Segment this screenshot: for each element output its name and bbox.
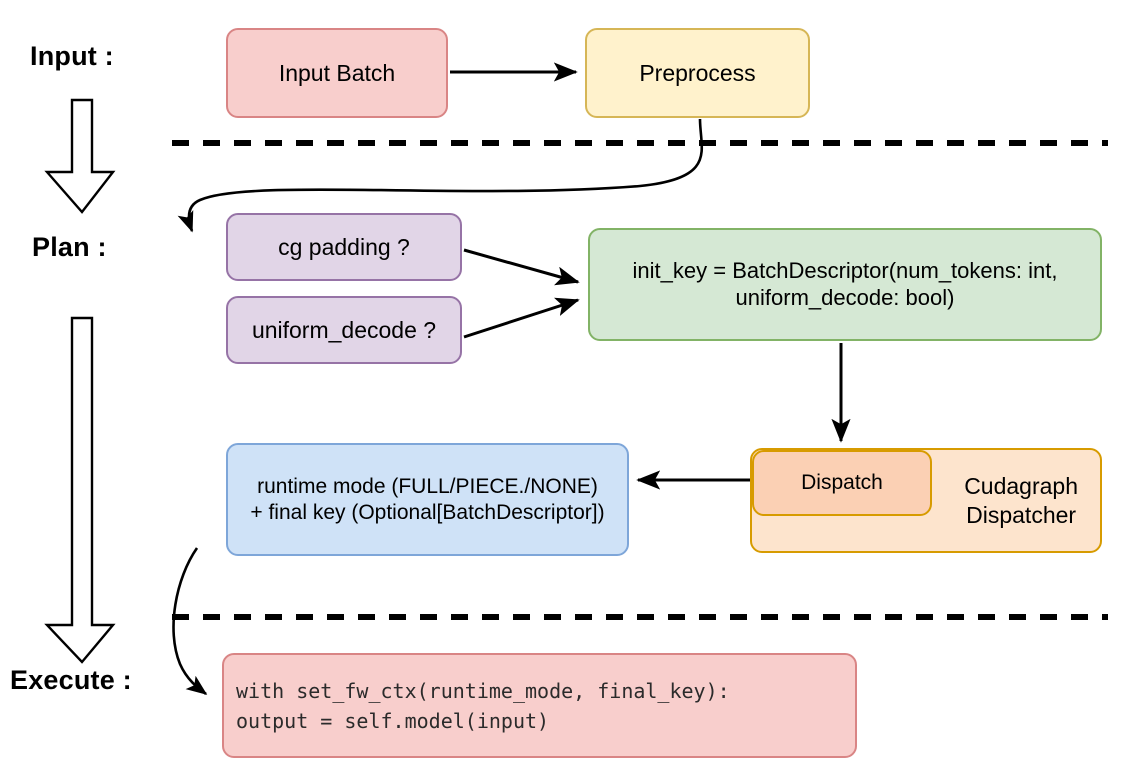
node-runtime-mode[interactable]: runtime mode (FULL/PIECE./NONE) + final … bbox=[226, 443, 629, 556]
node-runtime-mode-label: runtime mode (FULL/PIECE./NONE) + final … bbox=[250, 474, 605, 524]
connector-preprocess-to-cg-padding bbox=[177, 118, 704, 233]
node-preprocess-label: Preprocess bbox=[639, 59, 756, 86]
node-dispatch-label: Dispatch bbox=[801, 471, 883, 495]
stage-label-execute: Execute : bbox=[10, 665, 132, 695]
node-uniform-decode[interactable]: uniform_decode ? bbox=[226, 296, 462, 364]
node-init-key-label: init_key = BatchDescriptor(num_tokens: i… bbox=[632, 257, 1058, 310]
stage-label-plan: Plan : bbox=[32, 232, 107, 262]
node-code-block[interactable]: with set_fw_ctx(runtime_mode, final_key)… bbox=[222, 653, 857, 758]
node-code-block-text: with set_fw_ctx(runtime_mode, final_key)… bbox=[236, 678, 730, 733]
node-cg-padding[interactable]: cg padding ? bbox=[226, 213, 462, 281]
node-input-batch[interactable]: Input Batch bbox=[226, 28, 448, 118]
node-cudagraph-dispatcher-label: Cudagraph Dispatcher bbox=[964, 473, 1078, 528]
node-preprocess[interactable]: Preprocess bbox=[585, 28, 810, 118]
connector-uniform-decode-to-init-key bbox=[463, 297, 580, 339]
node-input-batch-label: Input Batch bbox=[278, 59, 396, 86]
node-uniform-decode-label: uniform_decode ? bbox=[251, 316, 437, 343]
connector-cg-padding-to-init-key bbox=[463, 248, 580, 286]
stage-label-input: Input : bbox=[30, 41, 114, 71]
stage-flow-input-to-plan-arrow bbox=[44, 98, 116, 214]
stage-flow-plan-to-execute-arrow bbox=[44, 316, 116, 664]
node-init-key[interactable]: init_key = BatchDescriptor(num_tokens: i… bbox=[588, 228, 1102, 341]
node-dispatch[interactable]: Dispatch bbox=[752, 450, 932, 516]
connector-runtime-mode-to-code bbox=[172, 547, 208, 696]
node-cg-padding-label: cg padding ? bbox=[278, 233, 410, 260]
